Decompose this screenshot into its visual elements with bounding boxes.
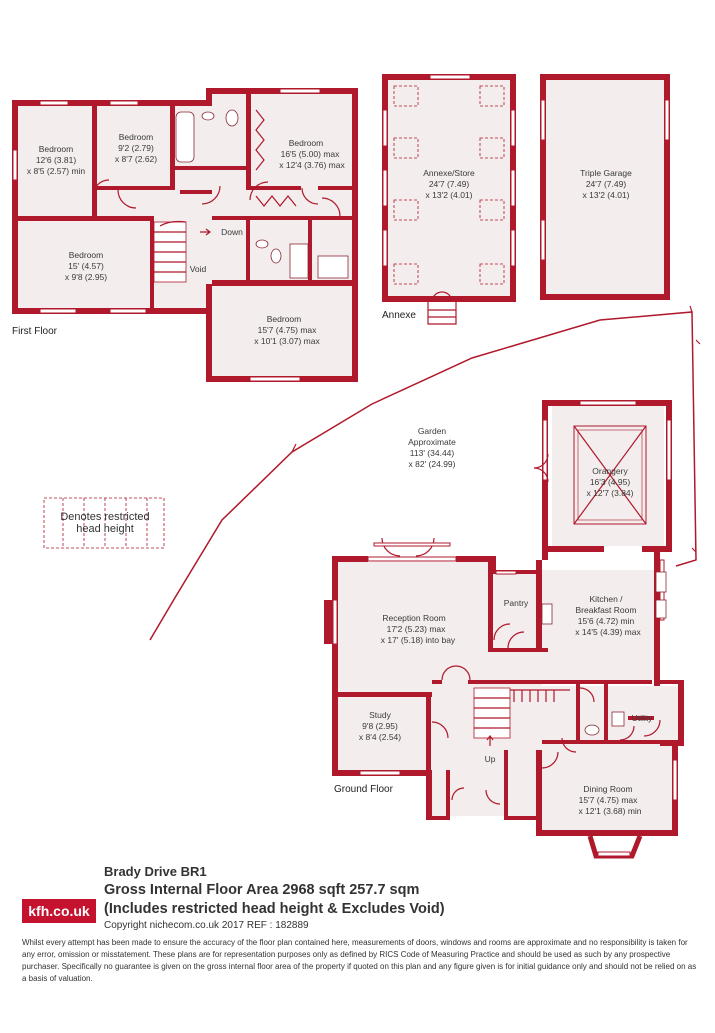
room-dimensions: x 82' (24.99): [409, 459, 456, 469]
utility-label: Utility: [632, 713, 654, 723]
room-dimensions: x 8'4 (2.54): [359, 732, 401, 742]
room-dimensions: x 13'2 (4.01): [583, 190, 630, 200]
legend: Denotes restricted head height: [43, 497, 165, 549]
room-dimensions: 12'6 (3.81): [36, 155, 77, 165]
disclaimer-text: Whilst every attempt has been made to en…: [22, 938, 697, 983]
shower-icon: [289, 243, 309, 279]
title-block: Brady Drive BR1 Gross Internal Floor Are…: [104, 862, 445, 919]
washing-machine-icon: [611, 711, 625, 727]
room-dimensions: x 12'4 (3.76) max: [279, 160, 345, 170]
hob-icon: [655, 599, 667, 619]
room-dimensions: 9'8 (2.95): [362, 721, 398, 731]
bathtub-icon: [175, 111, 195, 163]
room-name: Annexe/Store: [423, 168, 475, 178]
toilet-icon: [584, 724, 600, 736]
void-label: Void: [190, 264, 207, 274]
room-name: Garden: [418, 426, 447, 436]
garden: Garden Approximate 113' (34.44) x 82' (2…: [149, 305, 701, 641]
sink-icon: [255, 239, 269, 249]
stairs-down-label: Down: [221, 227, 243, 237]
room-dimensions: 24'7 (7.49): [586, 179, 627, 189]
room-dimensions: x 9'8 (2.95): [65, 272, 107, 282]
room-name: Dining Room: [583, 784, 632, 794]
svg-text:Bedroom: Bedroom: [39, 144, 74, 154]
room-dimensions: x 8'5 (2.57) min: [27, 166, 86, 176]
stairs-icon: [153, 220, 187, 283]
kfh-logo[interactable]: kfh.co.uk: [22, 899, 96, 923]
room-dimensions: x 14'5 (4.39) max: [575, 627, 641, 637]
copyright-text: Copyright nichecom.co.uk 2017 REF : 1828…: [104, 920, 309, 931]
shower-icon: [317, 255, 349, 279]
room-name: Bedroom: [119, 132, 154, 142]
room-name: Bedroom: [267, 314, 302, 324]
stairs-up-label: Up: [485, 754, 496, 764]
room-dimensions: 15'6 (4.72) min: [578, 616, 635, 626]
annexe-label: Annexe: [382, 310, 416, 321]
room-name: Bedroom: [289, 138, 324, 148]
room-dimensions: 113' (34.44): [410, 448, 455, 458]
room-dimensions: 17'2 (5.23) max: [387, 624, 447, 634]
sink-icon: [655, 571, 667, 593]
stairs-icon: [473, 687, 570, 746]
room-dimensions: 15'7 (4.75) max: [258, 325, 318, 335]
room-dimensions: 16'5 (5.00) max: [281, 149, 341, 159]
room-name: Triple Garage: [580, 168, 632, 178]
room-dimensions: x 13'2 (4.01): [426, 190, 473, 200]
room-name: Orangery: [592, 466, 628, 476]
first-floor-label: First Floor: [12, 326, 58, 337]
room-name: Bedroom: [69, 250, 104, 260]
room-name: Reception Room: [382, 613, 445, 623]
room-dimensions: 24'7 (7.49): [429, 179, 470, 189]
first-floor: Bedroom 12'6 (3.81) x 8'5 (2.57) min Bed…: [12, 88, 358, 382]
room-name: Breakfast Room: [576, 605, 637, 615]
room-name: Kitchen /: [589, 594, 623, 604]
toilet-icon: [225, 109, 239, 127]
floor-area: Gross Internal Floor Area 2968 sqft 257.…: [104, 882, 420, 898]
garage: Triple Garage 24'7 (7.49) x 13'2 (4.01): [540, 74, 670, 300]
sink-icon: [201, 111, 215, 121]
room-name: Bedroom: [39, 144, 74, 154]
property-address: Brady Drive BR1: [104, 864, 207, 879]
room-dimensions: 9'2 (2.79): [118, 143, 154, 153]
ground-floor-label: Ground Floor: [334, 784, 394, 795]
room-dimensions: x 12'1 (3.68) min: [578, 806, 641, 816]
room-name: Study: [369, 710, 391, 720]
legend-text: head height: [76, 523, 134, 535]
room-dimensions: 15'7 (4.75) max: [579, 795, 639, 805]
room-dimensions: 16'3 (4.95): [590, 477, 631, 487]
pantry-label: Pantry: [504, 598, 529, 608]
legend-text: Denotes restricted: [60, 511, 149, 523]
floor-area-note: (Includes restricted head height & Exclu…: [104, 901, 445, 917]
room-dimensions: x 8'7 (2.62): [115, 154, 157, 164]
sink-icon: [541, 603, 553, 625]
room-dimensions: x 12'7 (3.84): [587, 488, 634, 498]
room-dimensions: x 17' (5.18) into bay: [381, 635, 456, 645]
room-note: Approximate: [408, 437, 456, 447]
ground-floor: Reception Room 17'2 (5.23) max x 17' (5.…: [324, 400, 684, 859]
arrow-up-icon: [486, 735, 494, 746]
toilet-icon: [270, 248, 282, 264]
room-dimensions: x 10'1 (3.07) max: [254, 336, 320, 346]
roof-lantern-icon: [573, 425, 647, 525]
arrow-right-icon: [200, 228, 211, 236]
room-dimensions: 15' (4.57): [68, 261, 104, 271]
annexe: Annexe/Store 24'7 (7.49) x 13'2 (4.01) A…: [382, 74, 516, 325]
